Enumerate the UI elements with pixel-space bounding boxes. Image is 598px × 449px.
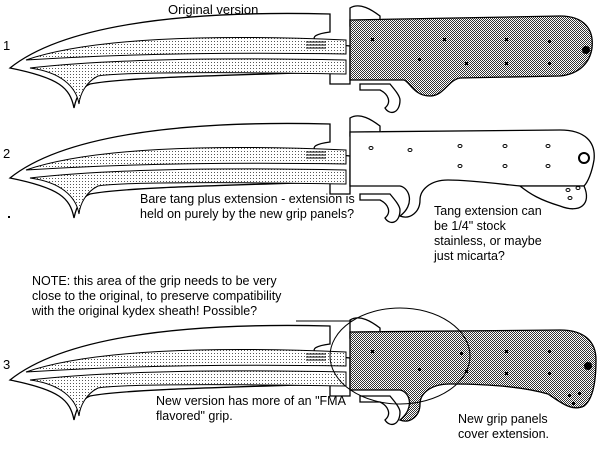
knife-new-version xyxy=(9,307,597,426)
note-tang-extension: Tang extension can be 1/4" stock stainle… xyxy=(434,204,542,263)
note-grip-panels: New grip panels cover extension. xyxy=(458,412,550,441)
knife-original xyxy=(9,5,593,114)
note-compatibility: NOTE: this area of the grip needs to be … xyxy=(32,274,282,318)
note-bare-tang: Bare tang plus extension - extension is … xyxy=(140,192,355,221)
row-number-2: 2 xyxy=(3,146,11,161)
note-new-version: New version has more of an "FMA flavored… xyxy=(156,394,346,423)
compatibility-ellipse xyxy=(329,307,471,405)
knife-bare-tang xyxy=(9,115,595,224)
diagram-title: Original version xyxy=(168,2,259,17)
row-number-3: 3 xyxy=(3,357,11,372)
row-number-1: 1 xyxy=(3,38,11,53)
